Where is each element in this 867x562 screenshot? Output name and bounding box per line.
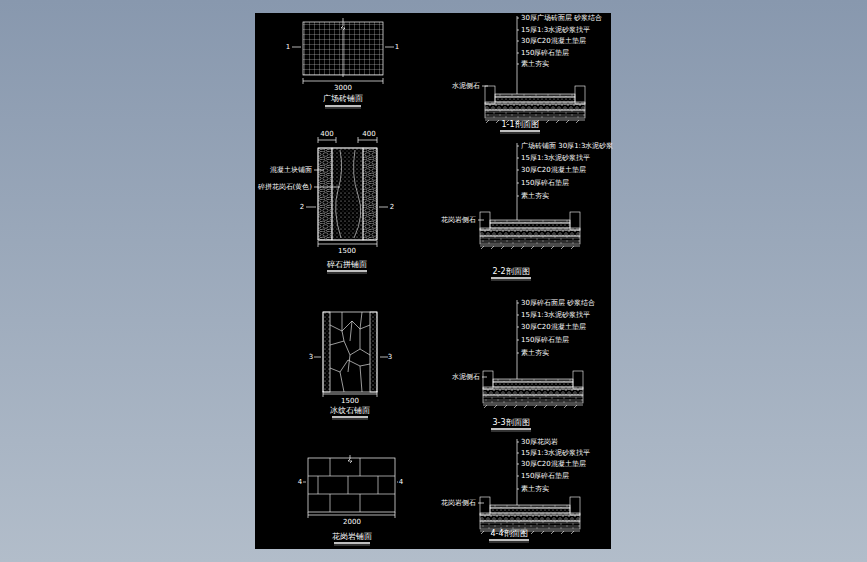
annotation-label: 混凝土块铺面 (270, 167, 312, 174)
annotation-label: 15厚1:3水泥砂浆找平 (521, 450, 590, 457)
view-title: 碎石拼铺面 (327, 261, 367, 269)
annotation-label: 2000 (343, 519, 361, 526)
view-title: 广场砖铺面 (323, 95, 363, 103)
annotation-label: 150厚碎石垫层 (521, 50, 569, 57)
annotation-label: 2 (300, 204, 304, 211)
annotation-label: 15厚1:3水泥砂浆找平 (521, 312, 590, 319)
annotation-label: 15厚1:3水泥砂浆找平 (521, 27, 590, 34)
annotation-label: 水泥侧石 (452, 83, 480, 90)
annotation-label: 400 (362, 131, 375, 138)
view-title: 花岗岩铺面 (332, 533, 372, 541)
annotation-label: 3000 (334, 85, 352, 92)
annotation-label: 水泥侧石 (452, 374, 480, 381)
view-title: 4-4剖面图 (490, 530, 527, 538)
annotation-label: 素土夯实 (521, 193, 549, 200)
annotation-label: 150厚碎石垫层 (521, 337, 569, 344)
view-title: 2-2剖面图 (492, 268, 529, 276)
annotation-label: 1 (286, 44, 290, 51)
annotation-label: 2 (390, 204, 394, 211)
annotation-label: 30厚C20混凝土垫层 (521, 461, 586, 468)
annotation-label: 30厚C20混凝土垫层 (521, 167, 586, 174)
annotation-label: 30厚C20混凝土垫层 (521, 38, 586, 45)
annotation-label: 400 (320, 131, 333, 138)
view-title: 3-3剖面图 (492, 419, 529, 427)
annotation-label: 广场砖铺面 30厚1:3水泥砂浆 (521, 143, 613, 150)
annotation-label: 150厚碎石垫层 (521, 473, 569, 480)
annotation-label: 4 (399, 479, 403, 486)
annotation-label: 1 (395, 44, 399, 51)
drawing-sheet (255, 13, 611, 549)
annotation-label: 4 (298, 479, 302, 486)
annotation-label: 3 (388, 354, 392, 361)
annotation-label: 30厚花岗岩 (521, 439, 558, 446)
annotation-label: 30厚广场砖面层 砂浆结合 (521, 15, 602, 22)
annotation-label: 素土夯实 (521, 350, 549, 357)
annotation-label: 3 (309, 354, 313, 361)
annotation-label: 15厚1:3水泥砂浆找平 (521, 155, 590, 162)
annotation-label: 花岗岩侧石 (441, 217, 476, 224)
annotation-label: 素土夯实 (521, 486, 549, 493)
view-title: 1-1剖面图 (501, 121, 538, 129)
annotation-label: 30厚C20混凝土垫层 (521, 324, 586, 331)
annotation-label: 30厚碎石面层 砂浆结合 (521, 300, 595, 307)
annotation-label: 素土夯实 (521, 61, 549, 68)
annotation-label: 花岗岩侧石 (441, 500, 476, 507)
view-title: 冰纹石铺面 (330, 407, 370, 415)
annotation-label: 碎拼花岗石(黄色) (258, 184, 312, 191)
annotation-label: 150厚碎石垫层 (521, 180, 569, 187)
annotation-label: 1500 (341, 398, 359, 405)
annotation-label: 1500 (338, 248, 356, 255)
